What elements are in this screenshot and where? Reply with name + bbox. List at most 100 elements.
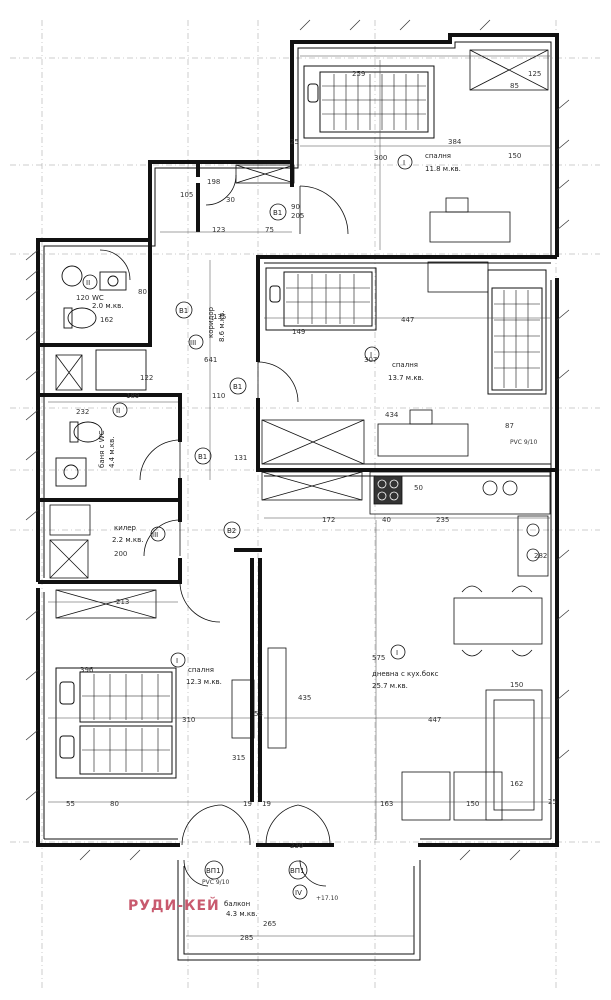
room-corridor-name: коридор: [207, 306, 215, 338]
room-bedroom-mid-name: спалня: [392, 361, 418, 369]
misc-labels: +17.10 PVC 9/10 PVC 9/10: [202, 439, 537, 902]
dim-87: 87: [505, 422, 514, 430]
door-tag-4: B1: [198, 453, 207, 461]
sofa: [267, 647, 543, 821]
dim-434: 434: [385, 411, 399, 419]
dim-25b: 25: [548, 798, 557, 806]
room-balcony-area: 4.3 м.кв.: [226, 910, 257, 918]
door-tag-6: ВП1: [206, 867, 221, 875]
dim-80-bottom: 80: [110, 800, 119, 808]
dim-230: 230: [290, 842, 303, 850]
dim-575: 575: [372, 654, 385, 662]
dim-198: 198: [207, 178, 220, 186]
dim-265: 265: [263, 920, 276, 928]
dim-162: 162: [100, 316, 113, 324]
room-corridor-area: 8.6 м.кв.: [218, 311, 226, 342]
door-tag-7: ВП1: [290, 867, 305, 875]
axis-lines: [10, 20, 600, 990]
dim-53: 53: [254, 710, 263, 718]
dim-315: 315: [232, 754, 245, 762]
marker-balcony: IV: [295, 889, 302, 897]
dim-149: 149: [292, 328, 305, 336]
dim-200: 200: [114, 550, 127, 558]
dim-384: 384: [448, 138, 462, 146]
room-wc-name: WC: [92, 294, 104, 302]
marker-bedroom-bottom: I: [176, 657, 178, 665]
marker-bath: II: [116, 407, 120, 415]
marker-corridor: III: [190, 339, 196, 347]
wc-toilet: [61, 265, 127, 329]
room-bedroom-bottom-area: 12.3 м.кв.: [186, 678, 222, 686]
dim-307: 307: [364, 356, 377, 364]
room-labels: спалня 11.8 м.кв. спалня 13.7 м.кв. кори…: [92, 152, 461, 918]
dim-213: 213: [116, 598, 129, 606]
dim-55: 55: [66, 800, 75, 808]
dim-396: 396: [80, 666, 94, 674]
bath-fixtures: [55, 349, 147, 487]
bed-top: [303, 65, 435, 139]
dimension-lines: [48, 55, 550, 937]
door-tag-2: B1: [179, 307, 188, 315]
room-markers: [82, 154, 413, 900]
kitchen-counter: [369, 471, 551, 577]
marker-living: I: [396, 649, 398, 657]
dim-163: 163: [380, 800, 393, 808]
marker-bedroom-top: I: [403, 159, 405, 167]
dining-table: [453, 585, 543, 657]
dim-641: 641: [204, 356, 217, 364]
door-tag-5: B2: [227, 527, 236, 535]
pvc-label-2: PVC 9/10: [510, 439, 537, 446]
dim-80: 80: [138, 288, 147, 296]
dim-310: 310: [182, 716, 195, 724]
walls: [36, 33, 559, 847]
dim-162b: 162: [510, 780, 523, 788]
room-bedroom-top-name: спалня: [425, 152, 451, 160]
room-wc-area: 2.0 м.кв.: [92, 302, 123, 310]
door-tags: B1 B1 B1 B1 B2 ВП1 ВП1: [179, 209, 305, 875]
room-bedroom-top-area: 11.8 м.кв.: [425, 165, 461, 173]
marker-storage: III: [152, 531, 158, 539]
dim-150: 150: [508, 152, 521, 160]
door-tag-circles: [175, 203, 308, 880]
dim-50: 50: [414, 484, 423, 492]
door-swings: [99, 174, 349, 887]
dim-282: 282: [534, 552, 547, 560]
dim-189: 189: [126, 392, 139, 400]
wall-inner-lines: [43, 41, 552, 961]
wardrobes: [49, 49, 549, 619]
dim-435: 435: [298, 694, 311, 702]
dim-122: 122: [140, 374, 153, 382]
dim-232: 232: [76, 408, 89, 416]
bed-mid-left: [265, 267, 377, 331]
window-hatching: [25, 19, 570, 861]
room-bedroom-bottom-name: спалня: [188, 666, 214, 674]
dim-19a: 19: [243, 800, 252, 808]
dim-205: 205: [291, 212, 304, 220]
door-tag-1: B1: [273, 209, 282, 217]
dim-447a: 447: [401, 316, 414, 324]
dim-123: 123: [212, 226, 225, 234]
room-bath-area: 4.4 м.кв.: [108, 437, 116, 468]
dim-90: 90: [291, 203, 300, 211]
dim-85: 85: [510, 82, 519, 90]
dim-75: 75: [265, 226, 274, 234]
bed-bottom: [55, 667, 177, 779]
dim-235: 235: [436, 516, 449, 524]
elevation-label: +17.10: [316, 895, 338, 902]
watermark-text: РУДИ-КЕЙ: [128, 897, 220, 914]
dim-172: 172: [322, 516, 335, 524]
dim-125: 125: [528, 70, 541, 78]
room-marker-text: I I III II II III I I IV: [86, 159, 405, 897]
dim-40: 40: [382, 516, 391, 524]
dim-105: 105: [180, 191, 193, 199]
room-storage-name: килер: [114, 524, 137, 532]
room-living-area: 25.7 м.кв.: [372, 682, 408, 690]
bed-mid-right: [487, 269, 547, 395]
room-living-name: дневна с кух.бокс: [372, 670, 439, 678]
dim-285: 285: [240, 934, 253, 942]
room-bedroom-mid-area: 13.7 м.кв.: [388, 374, 424, 382]
dim-447b: 447: [428, 716, 441, 724]
dim-120: 120: [76, 294, 89, 302]
dimension-values: 259 125 384 85 300 150 25 198 105 30 123…: [66, 70, 557, 942]
room-balcony-name: балкон: [224, 900, 250, 908]
